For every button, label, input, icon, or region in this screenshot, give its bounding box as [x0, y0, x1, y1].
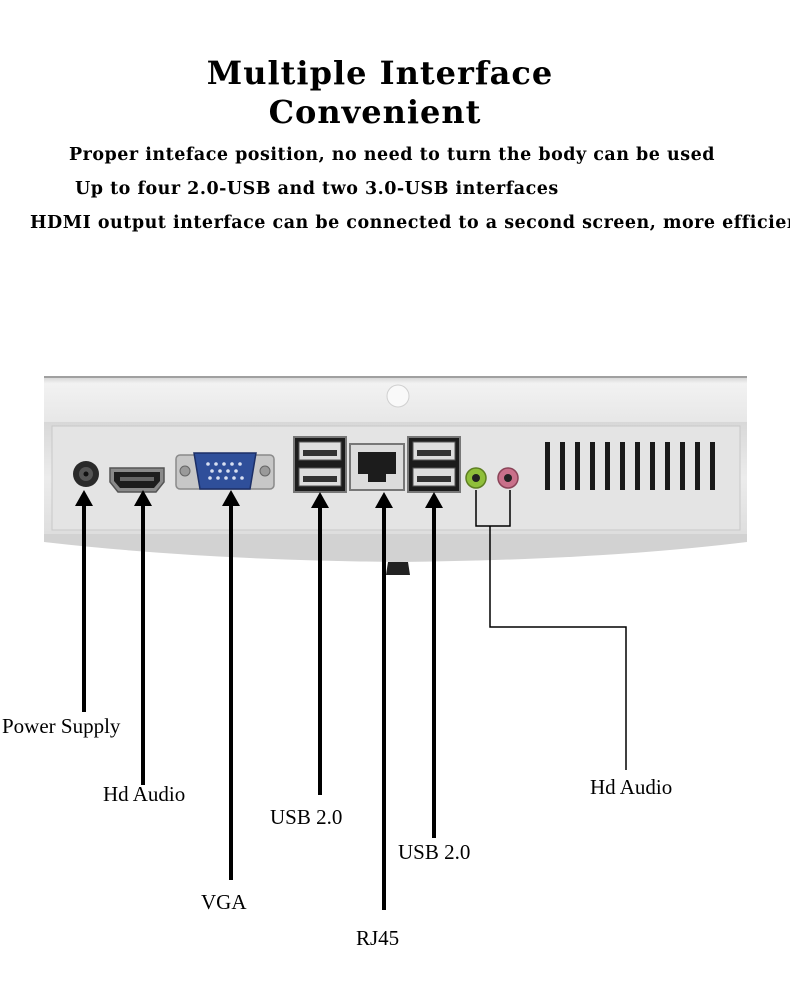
arrow-rj45: [375, 492, 393, 910]
rj45-port-icon: [349, 443, 405, 491]
arrow-usb-right: [425, 492, 443, 838]
feature-text-2: Up to four 2.0-USB and two 3.0-USB inter…: [75, 179, 559, 199]
label-usb-right: USB 2.0: [398, 840, 471, 864]
label-power-supply: Power Supply: [2, 714, 121, 738]
label-rj45: RJ45: [356, 926, 400, 950]
audio-connector-line: [475, 490, 627, 770]
feature-text-1: Proper inteface position, no need to tur…: [69, 145, 715, 165]
power-jack-icon: [73, 461, 99, 487]
label-hdmi: Hd Audio: [103, 782, 186, 806]
audio-jack-pink-icon: [497, 467, 519, 489]
vent-grille: [545, 442, 715, 490]
chassis: [44, 376, 747, 575]
page-title: Multiple Interface: [206, 54, 554, 92]
arrow-usb-left: [311, 492, 329, 795]
usb-left-port-icon: [293, 436, 347, 493]
label-usb-left: USB 2.0: [270, 805, 343, 829]
page-title-line2: Convenient: [268, 93, 482, 131]
arrow-power: [75, 490, 93, 712]
feature-text-3: HDMI output interface can be connected t…: [30, 213, 790, 233]
arrow-hdmi: [134, 490, 152, 785]
label-audio: Hd Audio: [590, 775, 673, 799]
usb-right-port-icon: [407, 436, 461, 493]
vga-port-icon: [175, 452, 275, 490]
audio-jack-green-icon: [465, 467, 487, 489]
label-vga: VGA: [201, 890, 247, 914]
hdmi-port-icon: [109, 467, 165, 493]
arrow-vga: [222, 490, 240, 880]
